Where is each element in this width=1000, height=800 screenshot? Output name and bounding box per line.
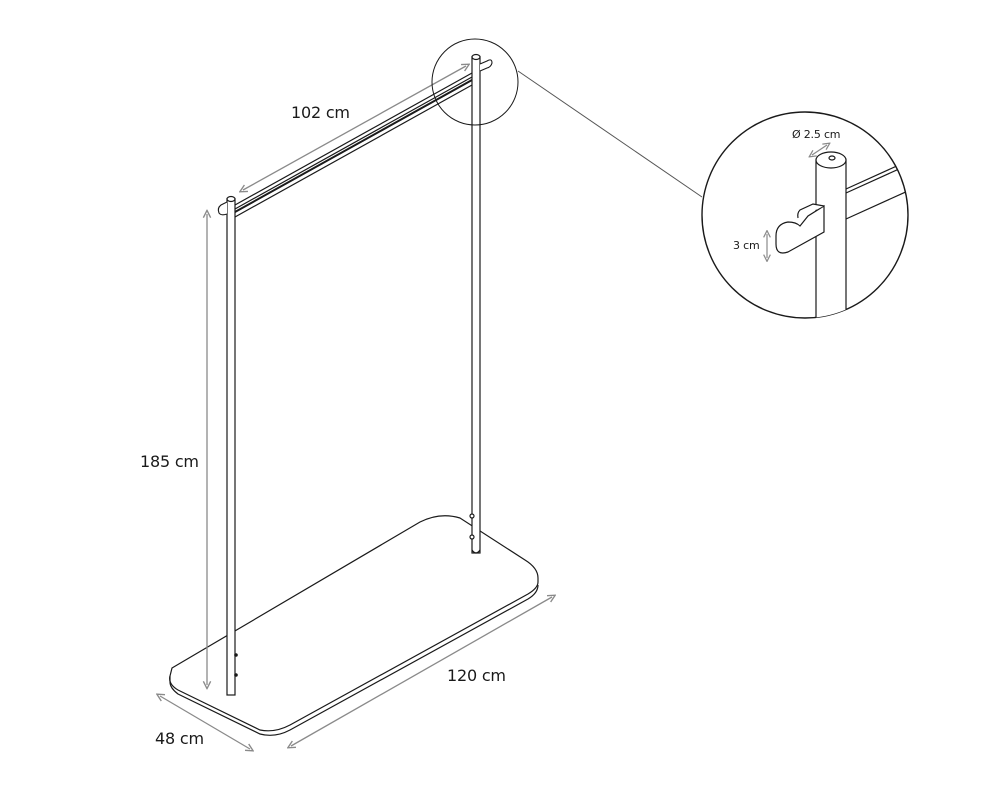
callout-leader-line (517, 70, 703, 198)
base-depth-dimension-line (160, 696, 250, 749)
diameter-dimension-line (812, 145, 827, 155)
base-plate (169, 515, 539, 736)
rail-length-label: 102 cm (291, 103, 350, 122)
height-label: 185 cm (140, 452, 199, 471)
pole-diameter-label: Ø 2.5 cm (792, 128, 841, 141)
hook-height-label: 3 cm (733, 239, 760, 252)
rail-dimension-line (243, 66, 466, 190)
detail-callout (701, 111, 909, 319)
base-depth-label: 48 cm (155, 729, 204, 748)
base-length-label: 120 cm (447, 666, 506, 685)
base-length-dimension-line (291, 597, 552, 746)
dimension-lines (160, 66, 552, 749)
right-hook (479, 59, 493, 72)
left-hook (217, 201, 228, 216)
callout-circle-small (431, 38, 519, 126)
left-pole (226, 195, 238, 696)
hanging-rail (234, 72, 473, 218)
right-pole (469, 53, 481, 554)
